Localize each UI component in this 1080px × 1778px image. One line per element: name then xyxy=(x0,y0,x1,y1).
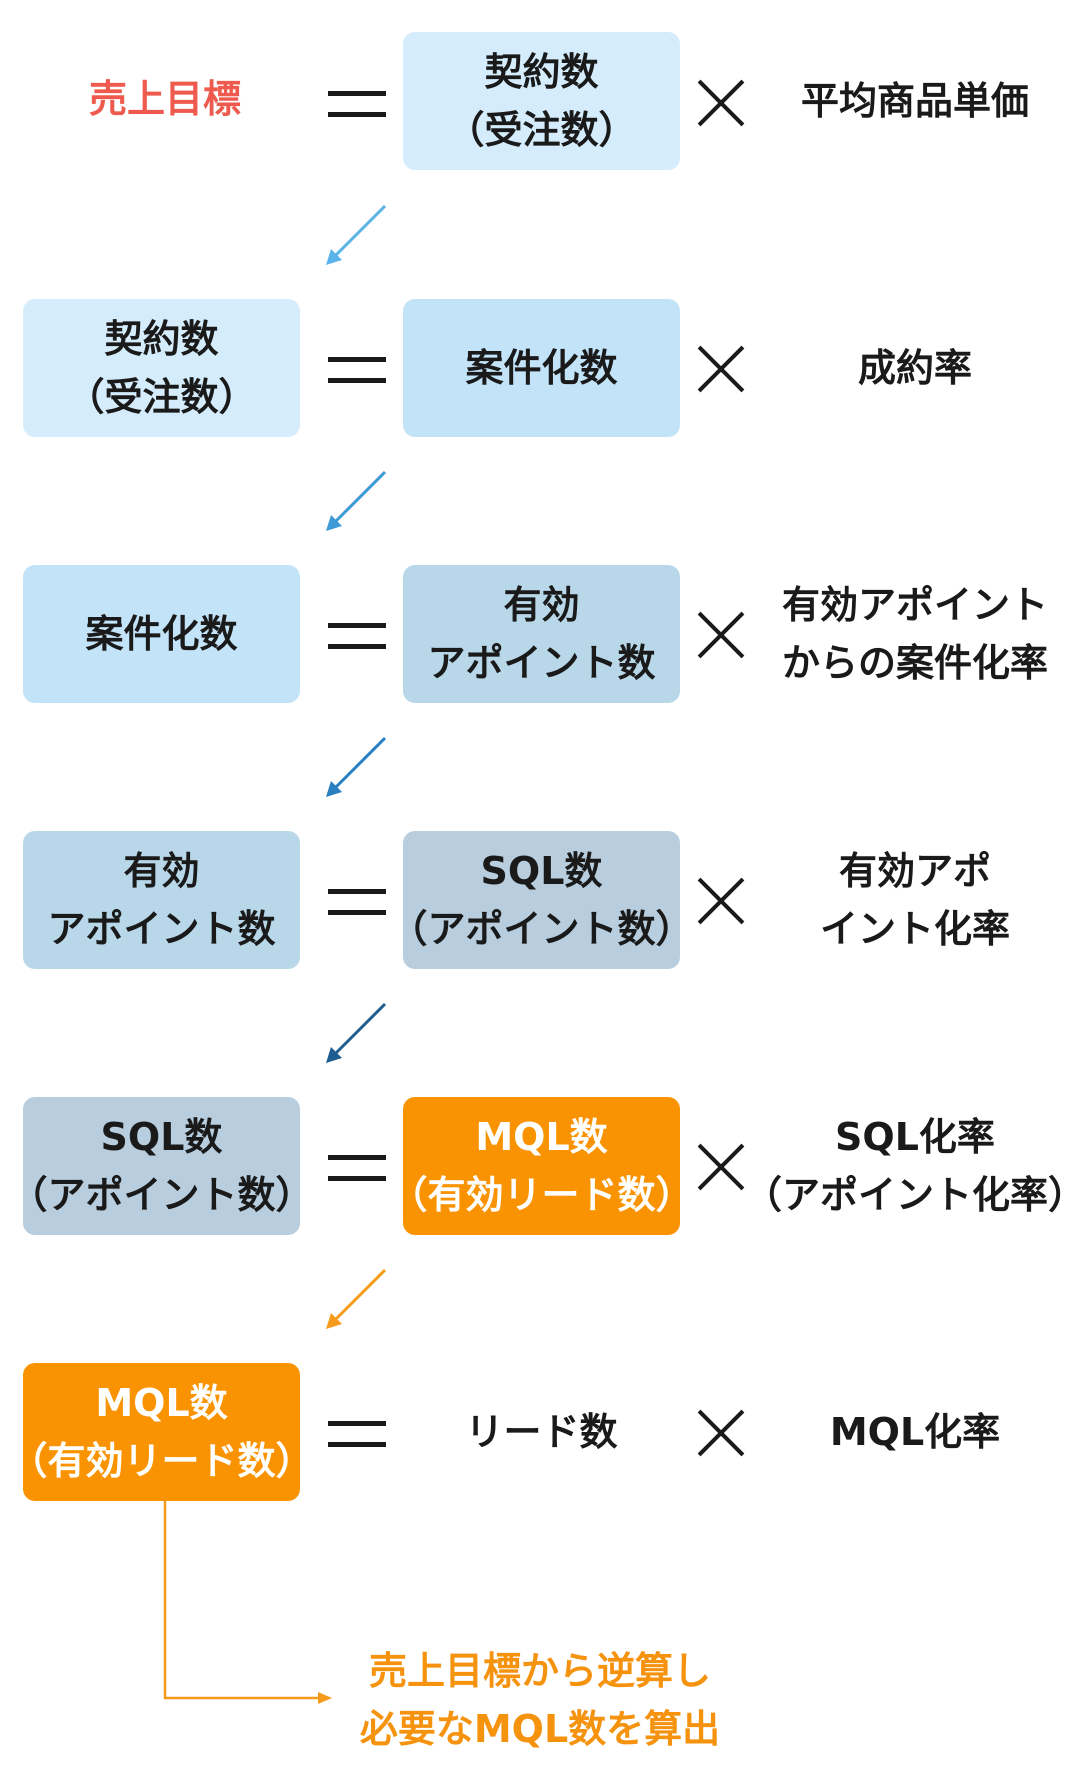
text-line: 有効アポ xyxy=(838,849,991,893)
calculation-note: 売上目標から逆算し 必要なMQL数を算出 xyxy=(340,1640,740,1760)
text-line: （アポイント数） xyxy=(389,907,694,951)
text-line: SQL化率 xyxy=(835,1115,995,1159)
text-line: 有効 xyxy=(503,583,580,627)
mql-rate-label: MQL化率 xyxy=(760,1363,1070,1501)
deals-box: 案件化数 xyxy=(23,565,300,703)
average-unit-price-label: 平均商品単価 xyxy=(760,32,1070,170)
text-line: MQL数 xyxy=(475,1115,608,1159)
sql-rate-label: SQL化率 （アポイント化率） xyxy=(744,1097,1080,1235)
text-line: イント化率 xyxy=(819,907,1010,951)
text-line: （アポイント数） xyxy=(9,1173,314,1217)
diagonal-arrow xyxy=(326,1268,387,1329)
equals-sign xyxy=(328,623,386,649)
equals-sign xyxy=(328,889,386,915)
text-line: 案件化数 xyxy=(85,612,238,656)
text-line: （有効リード数） xyxy=(389,1173,694,1217)
text-line: MQL化率 xyxy=(829,1410,1001,1454)
text-line: （有効リード数） xyxy=(9,1439,314,1483)
close-rate-label: 成約率 xyxy=(760,299,1070,437)
text-line: アポイント数 xyxy=(47,907,276,951)
mql-box: MQL数 （有効リード数） xyxy=(10,1363,314,1501)
diagonal-arrow xyxy=(326,204,387,265)
mql-box: MQL数 （有効リード数） xyxy=(390,1097,694,1235)
equals-sign xyxy=(328,1421,386,1447)
leads-label: リード数 xyxy=(403,1363,680,1501)
text-line: 売上目標から逆算し xyxy=(368,1649,711,1693)
text-line: （受注数） xyxy=(446,108,637,152)
text-line: からの案件化率 xyxy=(781,641,1048,685)
text-line: （アポイント化率） xyxy=(744,1173,1080,1217)
equals-sign xyxy=(328,91,386,117)
text-line: リード数 xyxy=(465,1410,618,1454)
diagonal-arrow xyxy=(326,736,387,797)
text-line: 契約数 xyxy=(484,50,599,94)
text-line: 平均商品単価 xyxy=(800,79,1029,123)
text-line: 有効アポイント xyxy=(781,583,1048,627)
text-line: アポイント数 xyxy=(427,641,656,685)
equals-sign xyxy=(328,1155,386,1181)
diagonal-arrow xyxy=(326,1002,387,1063)
text-line: 成約率 xyxy=(857,346,972,390)
appointment-to-deal-rate-label: 有効アポイント からの案件化率 xyxy=(760,565,1070,703)
sql-box: SQL数 （アポイント数） xyxy=(10,1097,314,1235)
text-line: 売上目標 xyxy=(88,77,241,121)
valid-appointment-rate-label: 有効アポ イント化率 xyxy=(760,831,1070,969)
elbow-arrow xyxy=(163,1501,332,1704)
valid-appointments-box: 有効 アポイント数 xyxy=(403,565,680,703)
text-line: 案件化数 xyxy=(465,346,618,390)
sql-box: SQL数 （アポイント数） xyxy=(390,831,694,969)
text-line: 必要なMQL数を算出 xyxy=(359,1707,721,1751)
contracts-box: 契約数 （受注数） xyxy=(23,299,300,437)
text-line: SQL数 xyxy=(100,1115,223,1159)
text-line: （受注数） xyxy=(66,375,257,419)
text-line: SQL数 xyxy=(480,849,603,893)
text-line: 有効 xyxy=(123,849,200,893)
sales-target-label: 売上目標 xyxy=(40,30,290,168)
equals-sign xyxy=(328,357,386,383)
contracts-box: 契約数 （受注数） xyxy=(403,32,680,170)
text-line: MQL数 xyxy=(95,1381,228,1425)
deals-box: 案件化数 xyxy=(403,299,680,437)
valid-appointments-box: 有効 アポイント数 xyxy=(23,831,300,969)
diagonal-arrow xyxy=(326,470,387,531)
text-line: 契約数 xyxy=(104,317,219,361)
